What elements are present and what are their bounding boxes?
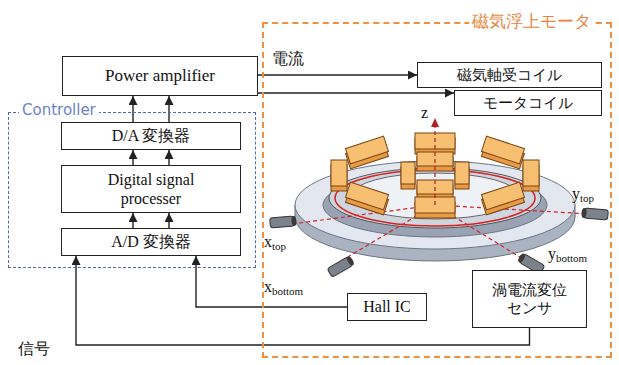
box-label: 渦電流変位センサ bbox=[488, 281, 572, 317]
box-label: 磁気軸受コイル bbox=[457, 66, 562, 84]
sensor-box: 渦電流変位センサ bbox=[472, 270, 587, 328]
signal-arrow bbox=[258, 92, 454, 93]
sensor-label: xtop bbox=[264, 232, 286, 252]
group-title: Controller bbox=[19, 101, 99, 119]
sensor-label: ybottom bbox=[548, 244, 587, 264]
box-label: Power amplifier bbox=[105, 66, 215, 86]
coil-box: 磁気軸受コイル bbox=[417, 62, 602, 88]
sensor-tip bbox=[581, 208, 587, 218]
sensor-probe bbox=[270, 216, 295, 228]
coil-block-top bbox=[346, 136, 389, 164]
signal-arrow bbox=[168, 96, 169, 122]
box-label: モータコイル bbox=[483, 94, 573, 112]
signal-arrow bbox=[76, 256, 530, 345]
sensor-label: ytop bbox=[572, 184, 594, 204]
group-title: 磁気浮上モータ bbox=[469, 11, 594, 31]
coil-block-top bbox=[482, 182, 525, 210]
z-axis bbox=[431, 118, 439, 205]
edge-label: 電流 bbox=[272, 49, 304, 68]
signal-arrow bbox=[168, 213, 169, 228]
coil-block-top bbox=[523, 160, 539, 186]
processor-box: Digital signal processer bbox=[61, 165, 241, 213]
signal-arrow bbox=[196, 256, 347, 307]
converter-box: D/A 変換器 bbox=[61, 122, 241, 150]
signal-arrow bbox=[132, 96, 133, 122]
box-label: Hall IC bbox=[363, 297, 411, 316]
sensor-tip bbox=[346, 255, 355, 266]
z-axis-head bbox=[431, 118, 439, 127]
z-axis-line bbox=[434, 126, 435, 205]
signal-arrow bbox=[132, 213, 133, 228]
coil-block-top bbox=[401, 162, 415, 184]
amplifier-box: Power amplifier bbox=[62, 56, 258, 96]
box-label: A/D 変換器 bbox=[111, 232, 191, 251]
displacement-sensors bbox=[270, 208, 609, 278]
signal-arrow bbox=[258, 74, 417, 75]
motor-group: 磁気浮上モータ磁気軸受コイルモータコイルHall IC渦電流変位センサ bbox=[262, 22, 612, 358]
signal-arrow bbox=[168, 150, 169, 165]
box-label: Digital signal processer bbox=[86, 170, 216, 208]
sensor-box: Hall IC bbox=[347, 293, 427, 321]
coil-block-top bbox=[455, 162, 469, 184]
sensor-probe bbox=[584, 208, 609, 220]
coil-block-top bbox=[346, 182, 389, 210]
sensor-tip bbox=[517, 252, 526, 263]
sensor-label: xbottom bbox=[264, 277, 303, 297]
coil-block-top bbox=[331, 160, 347, 186]
box-label: D/A 変換器 bbox=[112, 126, 191, 145]
signal-arrow bbox=[132, 150, 133, 165]
coil-block-top bbox=[482, 136, 525, 164]
edge-label: 信号 bbox=[18, 339, 50, 358]
controller-group: ControllerD/A 変換器Digital signal processe… bbox=[8, 112, 256, 268]
axis-label: z bbox=[421, 103, 428, 122]
coil-box: モータコイル bbox=[454, 90, 602, 116]
sensor-tip bbox=[291, 216, 297, 226]
converter-box: A/D 変換器 bbox=[61, 228, 241, 256]
